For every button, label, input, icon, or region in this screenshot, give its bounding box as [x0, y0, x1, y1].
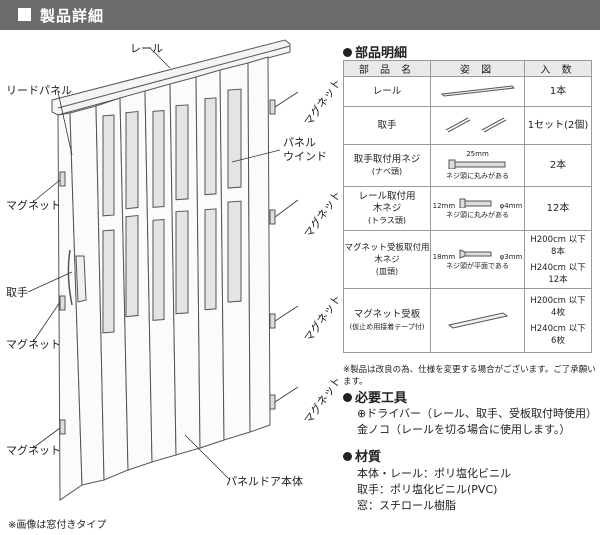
handle-label: 取手	[6, 286, 28, 299]
tools-title: 必要工具	[355, 391, 408, 406]
table-row: レール 1本	[343, 76, 592, 107]
screw1-length: 25mm	[466, 150, 489, 158]
part-sub: (皿頭)	[375, 266, 399, 276]
table-row: 取手 1セット(2個)	[343, 106, 592, 145]
bullet-icon	[343, 48, 352, 57]
table-row: レール取付用 木ネジ(トラス頭) 12mm φ4mm ネジ頭に丸みがある 12本	[343, 186, 592, 231]
panel-window-line1: パネル	[283, 136, 316, 149]
screw2-figure: 12mm φ4mm ネジ頭に丸みがある	[430, 186, 525, 231]
screw3-figure: 18mm φ3mm ネジ頭が平面である	[430, 230, 525, 289]
screw1-note: ネジ頭に丸みがある	[446, 172, 509, 180]
image-note: ※画像は窓付きタイプ	[8, 520, 107, 531]
part-name: レール取付用 木ネジ(トラス頭)	[343, 186, 431, 231]
col-qty-header: 入 数	[524, 60, 592, 77]
magnet-label-left-3: マグネット	[6, 444, 61, 457]
rail-figure	[430, 76, 525, 107]
part-sub: (ナベ頭)	[371, 166, 403, 176]
header-square-icon	[18, 8, 31, 21]
screw3-note: ネジ頭が平面である	[446, 261, 509, 270]
part-name: 取手	[343, 106, 431, 145]
tools-list: ⊕ドライバー（レール、取手、受板取付時使用） 金ノコ（レールを切る場合に使用しま…	[357, 406, 597, 438]
qty-h200: H200cm 以下 4枚	[530, 295, 586, 318]
bullet-icon	[343, 452, 352, 461]
materials-list: 本体・レール：ポリ塩化ビニル 取手：ポリ塩化ビニル(PVC) 窓：スチロール樹脂	[357, 466, 511, 514]
magnet-plate-figure	[430, 288, 525, 353]
part-name: マグネット受板 (仮止め用接着テープ付)	[343, 288, 431, 353]
magnet-label-left-2: マグネット	[6, 338, 61, 351]
spec-change-note: ※製品は改良の為、仕様を変更する場合がございます。ご了承願います。	[343, 365, 596, 387]
magnet-label-left-1: マグネット	[6, 199, 61, 212]
table-header-row: 部 品 名 姿 図 入 数	[343, 60, 592, 77]
part-qty: 1セット(2個)	[524, 106, 592, 145]
table-row: マグネット受板 (仮止め用接着テープ付) H200cm 以下 4枚 H240cm …	[343, 288, 592, 353]
part-qty: 1本	[524, 76, 592, 107]
screw2-note: ネジ頭に丸みがある	[446, 210, 509, 219]
table-row: マグネット受板取付用 木ネジ(皿頭) 18mm φ3mm ネジ頭が平面である H…	[343, 230, 592, 289]
rail-label: レール	[130, 42, 163, 55]
qty-h240: H240cm 以下 6枚	[530, 323, 586, 346]
tools-heading: 必要工具	[343, 387, 407, 406]
materials-heading: 材質	[343, 446, 381, 465]
screw2-length: 12mm	[432, 201, 456, 210]
screw3-length: 18mm	[432, 252, 456, 261]
part-sub: (仮止め用接着テープ付)	[349, 322, 425, 331]
section-header: 製品詳細	[0, 0, 600, 30]
screw2-diameter: φ4mm	[499, 201, 523, 210]
part-name-text: 取手取付用ネジ	[353, 153, 421, 165]
material-item: 窓：スチロール樹脂	[357, 499, 456, 512]
part-name: マグネット受板取付用 木ネジ(皿頭)	[343, 230, 431, 289]
section-title: 製品詳細	[40, 7, 105, 25]
part-qty: 12本	[524, 186, 592, 231]
part-qty: H200cm 以下 8本 H240cm 以下 12本	[524, 230, 592, 289]
part-name: レール	[343, 76, 431, 107]
material-item: 取手：ポリ塩化ビニル(PVC)	[357, 483, 498, 496]
material-item: 本体・レール：ポリ塩化ビニル	[357, 467, 511, 480]
col-name-header: 部 品 名	[343, 60, 431, 77]
part-name-text: レール取付用 木ネジ	[358, 190, 416, 214]
tool-item: 金ノコ（レールを切る場合に使用します。）	[357, 423, 571, 436]
part-qty: H200cm 以下 4枚 H240cm 以下 6枚	[524, 288, 592, 353]
parts-table: 部 品 名 姿 図 入 数 レール 1本 取手 1セット(2個) 取手取付用ネジ…	[343, 60, 592, 353]
lead-panel-label: リードパネル	[6, 84, 72, 97]
screw1-figure: 25mm ネジ頭に丸みがある	[430, 144, 525, 187]
panel-window-line2: ウインド	[283, 150, 327, 163]
parts-title: 部品明細	[355, 46, 408, 61]
panel-window-label: パネル ウインド	[283, 136, 327, 164]
door-body-label: パネルドア本体	[226, 475, 303, 488]
col-fig-header: 姿 図	[430, 60, 525, 77]
qty-h240: H240cm 以下 12本	[530, 262, 586, 285]
bullet-icon	[343, 393, 352, 402]
parts-heading: 部品明細	[343, 42, 407, 61]
part-name-text: マグネット受板取付用 木ネジ	[344, 242, 430, 265]
handle-figure	[430, 106, 525, 145]
part-qty: 2本	[524, 144, 592, 187]
tool-item: ⊕ドライバー（レール、取手、受板取付時使用）	[357, 407, 597, 420]
part-name: 取手取付用ネジ(ナベ頭)	[343, 144, 431, 187]
door-illustration	[27, 39, 299, 501]
part-name-text: マグネット受板	[353, 308, 421, 320]
table-row: 取手取付用ネジ(ナベ頭) 25mm ネジ頭に丸みがある 2本	[343, 144, 592, 187]
materials-title: 材質	[355, 450, 382, 465]
qty-h200: H200cm 以下 8本	[530, 234, 586, 257]
screw3-diameter: φ3mm	[499, 252, 523, 261]
part-sub: (トラス頭)	[367, 215, 407, 225]
